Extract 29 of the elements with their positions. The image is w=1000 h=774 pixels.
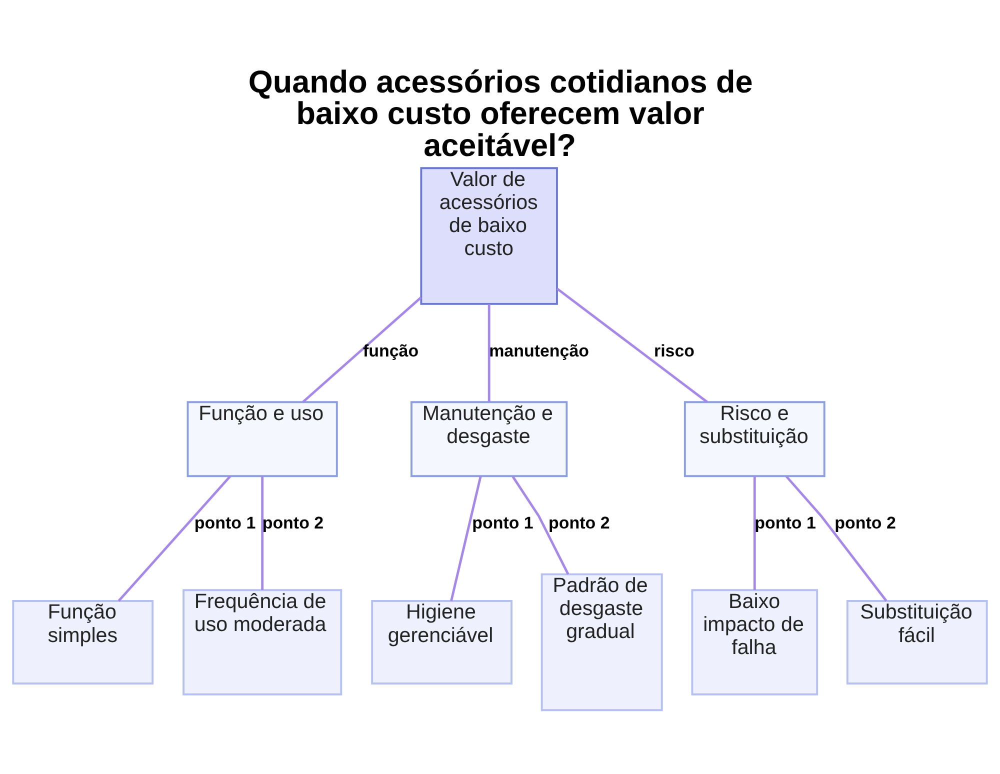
connector xyxy=(488,304,490,402)
edge-label: função xyxy=(362,341,419,360)
connector xyxy=(556,288,708,404)
connector xyxy=(450,476,482,602)
node-box: Risco e substituição xyxy=(684,401,826,478)
edge-label: risco xyxy=(654,341,695,360)
connector xyxy=(261,476,264,590)
diagram-title: Quando acessórios cotidianos de baixo custo oferecem valor aceitável? xyxy=(248,64,753,163)
node-box: Padrão de desgaste gradual xyxy=(540,573,663,712)
node-box: Baixo impacto de falha xyxy=(691,589,818,696)
node-box: Higiene gerenciável xyxy=(371,600,512,684)
edge-label: ponto 1 xyxy=(472,514,534,533)
node-box: Manutenção e desgaste xyxy=(410,401,568,478)
edge-label: ponto 2 xyxy=(548,514,610,533)
node-box: Substituição fácil xyxy=(846,600,988,684)
connector xyxy=(753,476,756,590)
connector xyxy=(786,476,888,602)
node-box: Valor de acessórios de baixo custo xyxy=(420,167,558,305)
edge-label: manutenção xyxy=(489,341,590,360)
edge-label: ponto 1 xyxy=(194,514,256,533)
node-box: Frequência de uso moderada xyxy=(182,589,342,696)
edge-label: ponto 2 xyxy=(262,514,324,533)
connector xyxy=(118,475,232,602)
connector xyxy=(512,476,570,575)
edge-label: ponto 1 xyxy=(754,514,816,533)
connector xyxy=(302,296,422,403)
node-box: Função e uso xyxy=(186,401,338,478)
edge-label: ponto 2 xyxy=(834,514,896,533)
node-box: Função simples xyxy=(12,600,154,684)
